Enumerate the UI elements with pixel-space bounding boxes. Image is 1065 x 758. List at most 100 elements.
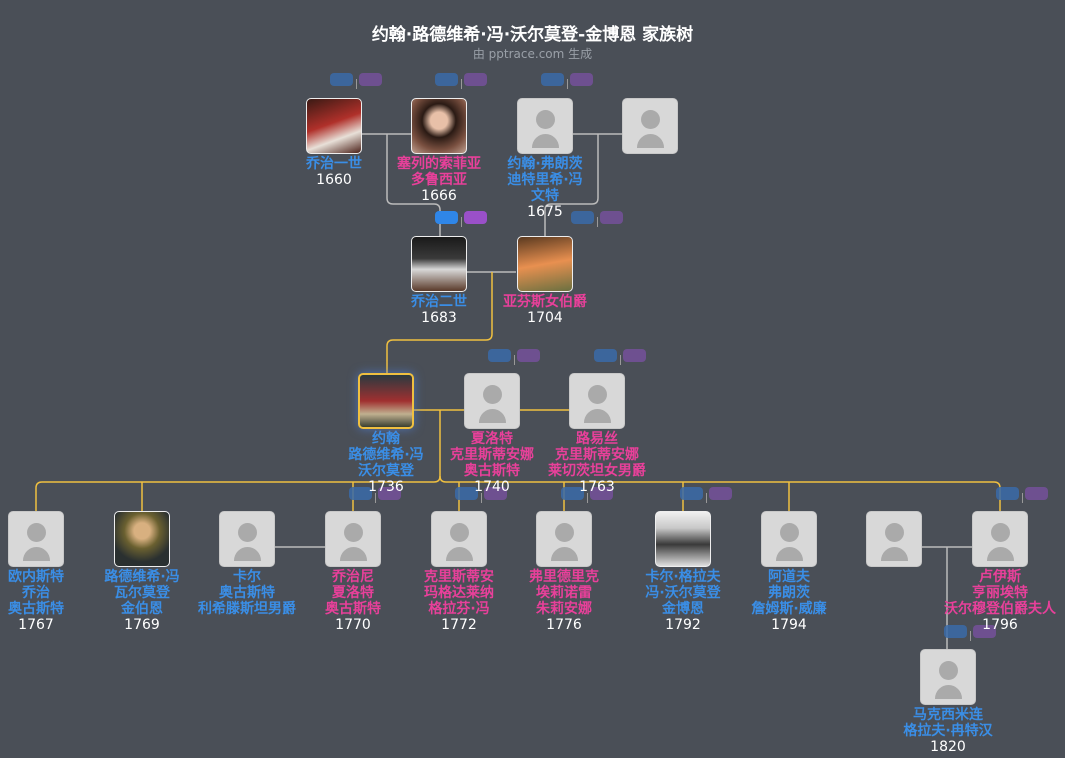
person-name: 亨丽埃特 — [972, 585, 1028, 601]
portrait-photo[interactable] — [114, 511, 170, 567]
toggle-connector — [620, 355, 621, 365]
head-shape — [555, 523, 574, 542]
person-name: 奥古斯特 — [325, 601, 381, 617]
person-placeholder-icon[interactable] — [517, 98, 573, 154]
show-mother-button[interactable] — [359, 73, 382, 86]
person-placeholder-icon[interactable] — [866, 511, 922, 567]
show-father-button[interactable] — [455, 487, 478, 500]
person-name: 文特 — [531, 188, 559, 204]
person-placeholder-icon[interactable] — [569, 373, 625, 429]
show-mother-button[interactable] — [1025, 487, 1048, 500]
show-mother-button[interactable] — [517, 349, 540, 362]
parent-toggle — [541, 73, 593, 89]
person-placeholder-icon[interactable] — [972, 511, 1028, 567]
portrait-photo[interactable] — [655, 511, 711, 567]
person-name: 欧内斯特 — [8, 569, 64, 585]
person-name: 路德维希·冯 — [348, 447, 424, 463]
show-mother-button[interactable] — [464, 211, 487, 224]
person-name: 弗里德里克 — [529, 569, 599, 585]
birth-year: 1792 — [665, 617, 701, 633]
show-mother-button[interactable] — [623, 349, 646, 362]
portrait-photo[interactable] — [358, 373, 414, 429]
portrait-photo[interactable] — [411, 98, 467, 154]
show-mother-button[interactable] — [973, 625, 996, 638]
person-placeholder-icon[interactable] — [219, 511, 275, 567]
show-father-button[interactable] — [944, 625, 967, 638]
parent-toggle — [944, 625, 996, 641]
show-father-button[interactable] — [435, 211, 458, 224]
show-mother-button[interactable] — [378, 487, 401, 500]
person-placeholder-icon[interactable] — [622, 98, 678, 154]
show-father-button[interactable] — [561, 487, 584, 500]
person-name: 乔治尼 — [332, 569, 374, 585]
show-father-button[interactable] — [349, 487, 372, 500]
show-mother-button[interactable] — [709, 487, 732, 500]
body-shape — [23, 547, 50, 561]
portrait-photo[interactable] — [517, 236, 573, 292]
parent-toggle — [488, 349, 540, 365]
birth-year: 1776 — [546, 617, 582, 633]
person-placeholder-icon[interactable] — [536, 511, 592, 567]
person-node[interactable]: 卡尔奥古斯特利希滕斯坦男爵 — [187, 511, 307, 617]
portrait-photo[interactable] — [306, 98, 362, 154]
person-placeholder-icon[interactable] — [431, 511, 487, 567]
show-mother-button[interactable] — [570, 73, 593, 86]
person-node[interactable] — [834, 511, 954, 567]
person-name: 乔治二世 — [411, 294, 467, 310]
person-name: 格拉夫·冉特汉 — [903, 723, 993, 739]
show-father-button[interactable] — [488, 349, 511, 362]
person-name: 约翰 — [372, 431, 400, 447]
person-placeholder-icon[interactable] — [325, 511, 381, 567]
show-mother-button[interactable] — [484, 487, 507, 500]
show-mother-button[interactable] — [600, 211, 623, 224]
parent-toggle — [561, 487, 613, 503]
parent-toggle — [594, 349, 646, 365]
person-name: 埃莉诺雷 — [536, 585, 592, 601]
body-shape — [881, 547, 908, 561]
person-placeholder-icon[interactable] — [8, 511, 64, 567]
parent-toggle — [435, 211, 487, 227]
head-shape — [483, 385, 502, 404]
show-mother-button[interactable] — [464, 73, 487, 86]
parent-line-highlight — [386, 272, 493, 373]
show-father-button[interactable] — [594, 349, 617, 362]
show-father-button[interactable] — [541, 73, 564, 86]
body-shape — [446, 547, 473, 561]
birth-year: 1660 — [316, 172, 352, 188]
person-node[interactable] — [590, 98, 710, 154]
show-father-button[interactable] — [330, 73, 353, 86]
toggle-connector — [461, 79, 462, 89]
birth-year: 1763 — [579, 479, 615, 495]
portrait-photo[interactable] — [411, 236, 467, 292]
show-father-button[interactable] — [996, 487, 1019, 500]
birth-year: 1796 — [982, 617, 1018, 633]
person-name: 乔治 — [22, 585, 50, 601]
show-father-button[interactable] — [680, 487, 703, 500]
birth-year: 1683 — [421, 310, 457, 326]
toggle-connector — [970, 631, 971, 641]
show-father-button[interactable] — [571, 211, 594, 224]
person-name: 金博恩 — [662, 601, 704, 617]
person-placeholder-icon[interactable] — [464, 373, 520, 429]
person-placeholder-icon[interactable] — [761, 511, 817, 567]
show-mother-button[interactable] — [590, 487, 613, 500]
show-father-button[interactable] — [435, 73, 458, 86]
person-placeholder-icon[interactable] — [920, 649, 976, 705]
